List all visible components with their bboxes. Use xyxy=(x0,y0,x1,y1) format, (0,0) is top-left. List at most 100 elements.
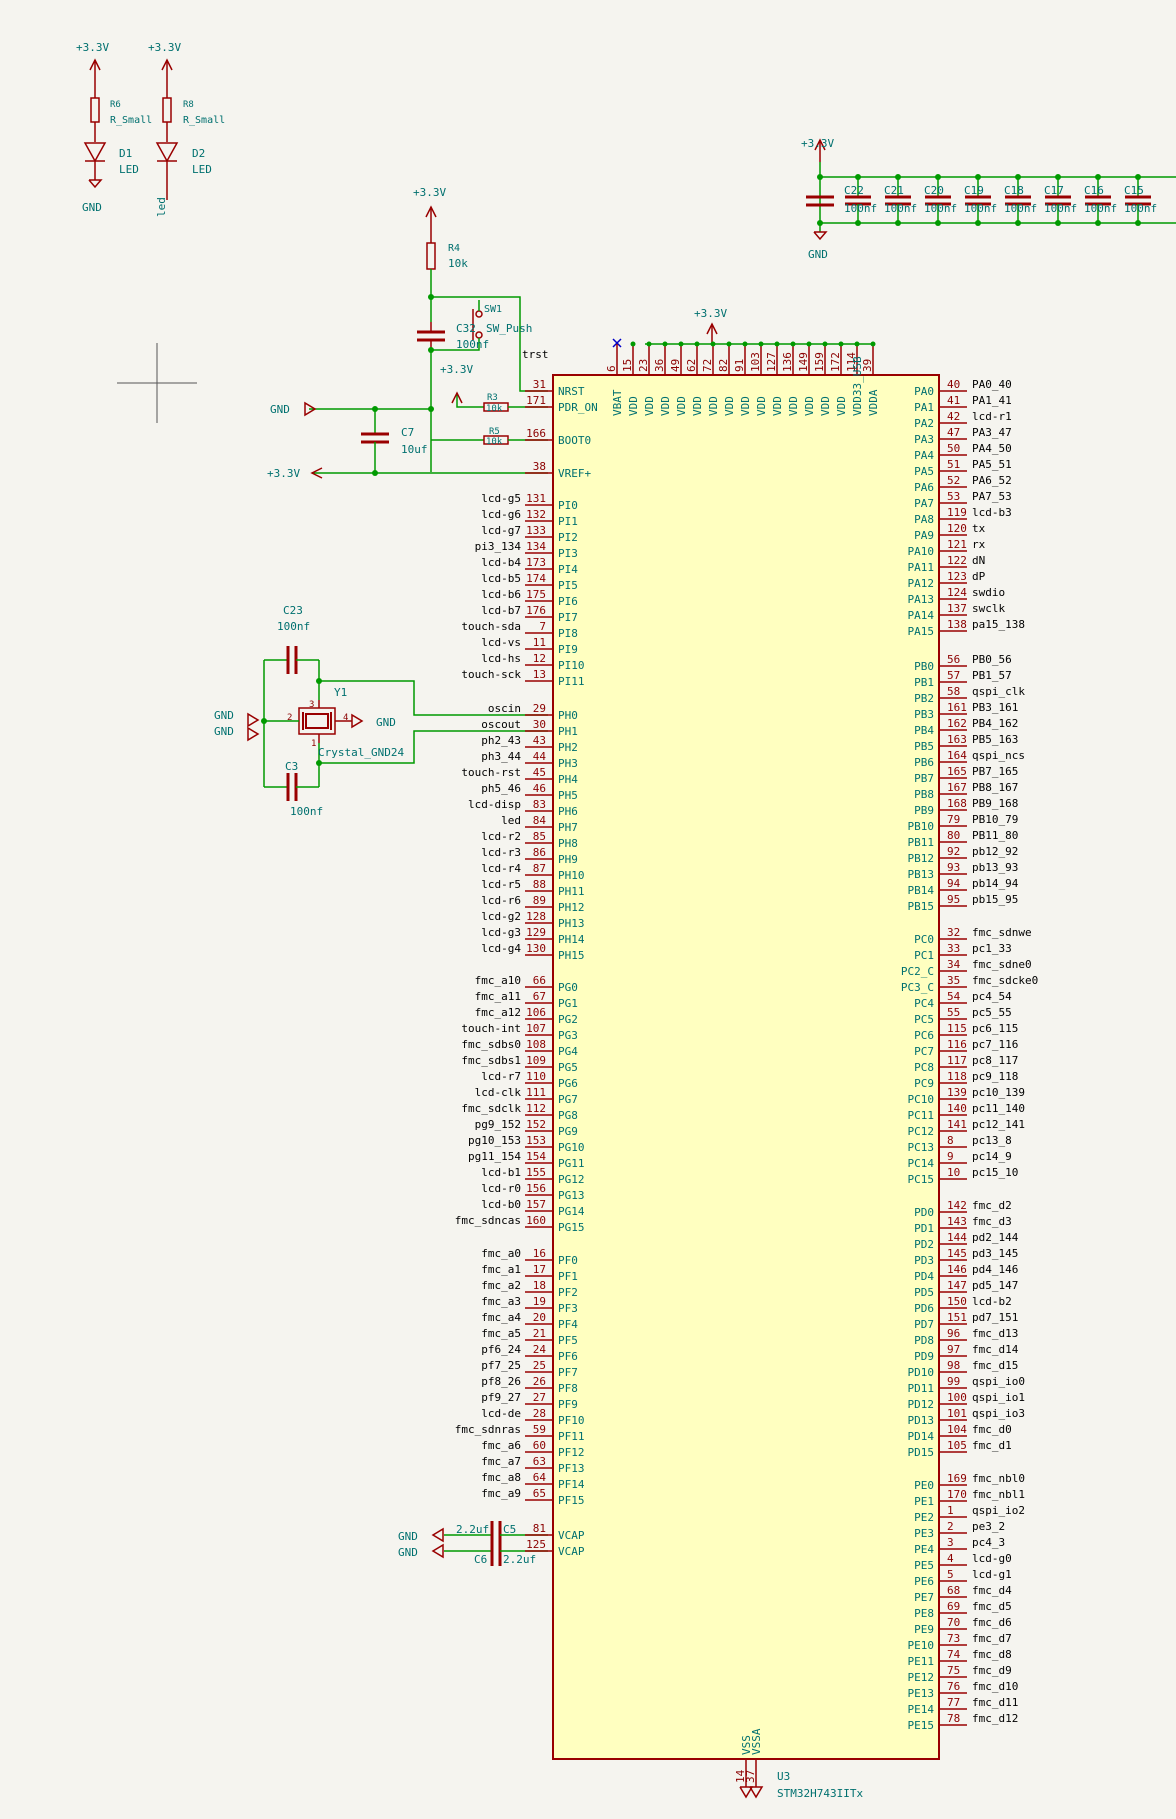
mcu-right-net-label: fmc_d8 xyxy=(972,1648,1012,1661)
reset-section xyxy=(304,205,548,479)
mcu-left-pin-name: PI10 xyxy=(558,659,585,672)
mcu-right-pin-number: 170 xyxy=(947,1488,967,1501)
d2-ref: D2 xyxy=(192,147,205,160)
sw1-val: SW_Push xyxy=(486,322,532,335)
mcu-right-net-label: PB1_57 xyxy=(972,669,1012,682)
decap-ref: C21 xyxy=(884,184,904,197)
mcu-left-net-label: touch-int xyxy=(461,1022,521,1035)
decap-junction-bottom xyxy=(1015,220,1021,226)
decap-junction-top xyxy=(975,174,981,180)
mcu-left-pin-name: PF5 xyxy=(558,1334,578,1347)
mcu-left-pin-number: 65 xyxy=(533,1487,546,1500)
mcu-right-pin-name: PC13 xyxy=(908,1141,935,1154)
mcu-right-pin-name: PE2 xyxy=(914,1511,934,1524)
mcu-left-net-label: lcd-b6 xyxy=(481,588,521,601)
mcu-right-pin-name: PE1 xyxy=(914,1495,934,1508)
mcu-value: STM32H743IITx xyxy=(777,1787,863,1800)
r4-ref: R4 xyxy=(448,243,460,254)
mcu-left-net-label: fmc_a2 xyxy=(481,1279,521,1292)
mcu-right-net-label: PA3_47 xyxy=(972,426,1012,439)
decap-junction-bottom xyxy=(1055,220,1061,226)
mcu-left-net-label: lcd-r7 xyxy=(481,1070,521,1083)
mcu-left-net-label: lcd-r6 xyxy=(481,894,521,907)
mcu-left-pin-name: PG11 xyxy=(558,1157,585,1170)
r5-ref: R5 xyxy=(489,427,500,437)
mcu-right-net-label: pb15_95 xyxy=(972,893,1018,906)
d1-val: LED xyxy=(119,163,139,176)
mcu-left-net-label: fmc_a6 xyxy=(481,1439,521,1452)
mcu-left-pin-name: PF2 xyxy=(558,1286,578,1299)
mcu-right-pin-name: PB9 xyxy=(914,804,934,817)
mcu-left-pin-number: 128 xyxy=(526,910,546,923)
mcu-left-pin-number: 154 xyxy=(526,1150,546,1163)
mcu-right-net-label: pc1_33 xyxy=(972,942,1012,955)
mcu-right-pin-number: 163 xyxy=(947,733,967,746)
mcu-right-pin-number: 47 xyxy=(947,426,960,439)
mcu-right-net-label: fmc_d10 xyxy=(972,1680,1018,1693)
mcu-left-pin-number: 25 xyxy=(533,1359,546,1372)
mcu-top-junction xyxy=(710,341,716,347)
mcu-top-pin-number: 62 xyxy=(685,359,698,372)
mcu-top-pin-number: 114 xyxy=(845,352,858,372)
mcu-right-net-label: PA1_41 xyxy=(972,394,1012,407)
mcu-left-pin-name: PF15 xyxy=(558,1494,585,1507)
mcu-left-net-label: lcd-hs xyxy=(481,652,521,665)
mcu-top-pin-name: VDD xyxy=(771,396,784,416)
mcu-left-net-label: fmc_a10 xyxy=(475,974,521,987)
mcu-left-pin-number: 106 xyxy=(526,1006,546,1019)
mcu-right-pin-number: 145 xyxy=(947,1247,967,1260)
mcu-right-pin-number: 121 xyxy=(947,538,967,551)
crystal-section xyxy=(247,646,548,801)
c32-val: 100nf xyxy=(456,338,489,351)
mcu-left-pin-number: 89 xyxy=(533,894,546,907)
mcu-right-net-label: pd5_147 xyxy=(972,1279,1018,1292)
c3-val: 100nf xyxy=(290,805,323,818)
vref-rail-label: +3.3V xyxy=(267,467,300,480)
mcu-left-pin-number: 66 xyxy=(533,974,546,987)
mcu-left-net-label: lcd-g5 xyxy=(481,492,521,505)
mcu-left-pin-number: 111 xyxy=(526,1086,546,1099)
mcu-left-pin-number: 108 xyxy=(526,1038,546,1051)
decap-value: 100nf xyxy=(1004,202,1037,215)
decoupling-bank: +3.3V GND xyxy=(801,137,1176,261)
mcu-right-pin-number: 40 xyxy=(947,378,960,391)
mcu-right-pin-number: 32 xyxy=(947,926,960,939)
mcu-left-pin-name: PG15 xyxy=(558,1221,585,1234)
mcu-right-pin-number: 161 xyxy=(947,701,967,714)
mcu-left-pin-name: PF4 xyxy=(558,1318,578,1331)
mcu-right-pin-name: PC1 xyxy=(914,949,934,962)
mcu-left-pin-number: 28 xyxy=(533,1407,546,1420)
mcu-right-pin-number: 122 xyxy=(947,554,967,567)
mcu-left-pin-number: 67 xyxy=(533,990,546,1003)
mcu-left-net-label: pg10_153 xyxy=(468,1134,521,1147)
mcu-top-pin-name: VBAT xyxy=(611,389,624,416)
mcu-right-pin-name: PE0 xyxy=(914,1479,934,1492)
mcu-bottom-pin-number: 14 xyxy=(734,1769,747,1783)
mcu-top-junction xyxy=(854,341,860,347)
mcu-left-pin-number: 156 xyxy=(526,1182,546,1195)
c23-val: 100nf xyxy=(277,620,310,633)
mcu-left-net-label: lcd-r5 xyxy=(481,878,521,891)
vcc-label-2: +3.3V xyxy=(148,41,181,54)
c6-val: 2.2uf xyxy=(503,1553,536,1566)
crystal-labels: C23 100nf Y1 1 2 3 4 GND Crystal_GND24 G… xyxy=(214,604,404,818)
mcu-right-pin-number: 56 xyxy=(947,653,960,666)
mcu-right-net-label: pa15_138 xyxy=(972,618,1025,631)
mcu-right-pin-number: 168 xyxy=(947,797,967,810)
mcu-top-junction xyxy=(694,341,700,347)
pdr-vcc: +3.3V xyxy=(440,363,473,376)
mcu-left-pin-name: PG12 xyxy=(558,1173,585,1186)
mcu-right-net-label: fmc_d7 xyxy=(972,1632,1012,1645)
mcu-right-pin-name: PE12 xyxy=(908,1671,935,1684)
mcu-right-pin-number: 10 xyxy=(947,1166,960,1179)
decoupling-capacitors: C22100nfC21100nfC20100nfC19100nfC18100nf… xyxy=(844,174,1157,226)
mcu-left-net-label: lcd-clk xyxy=(475,1086,522,1099)
mcu-right-pin-number: 101 xyxy=(947,1407,967,1420)
mcu-body[interactable] xyxy=(552,374,940,1760)
mcu-top-junction xyxy=(790,341,796,347)
mcu-right-net-label: PB4_162 xyxy=(972,717,1018,730)
decap-ref: C20 xyxy=(924,184,944,197)
mcu-top-pin-number: 49 xyxy=(669,359,682,372)
mcu-left-pin-name: PH2 xyxy=(558,741,578,754)
